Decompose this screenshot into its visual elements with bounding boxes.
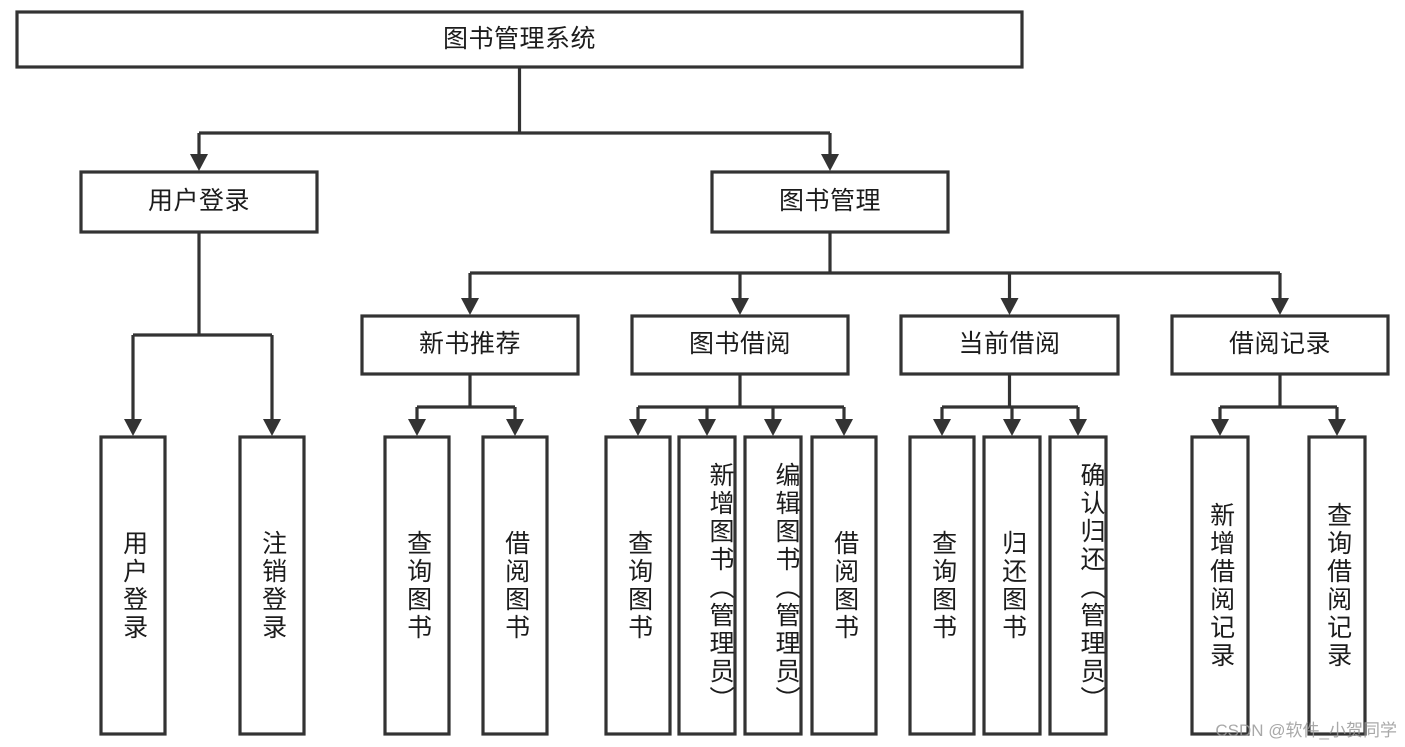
arrow-icon-leaf-confirm-return (1069, 419, 1087, 436)
arrow-icon-leaf-add-record (1211, 419, 1229, 436)
arrow-icon-borrow-record (1271, 298, 1289, 315)
node-box-leaf-return-book[interactable] (982, 435, 1042, 736)
arrow-icon-user-login (190, 154, 208, 171)
node-box-leaf-query-book-borrow[interactable] (604, 435, 672, 736)
node-box-user-login[interactable] (79, 170, 319, 234)
arrow-icon-leaf-logout (263, 419, 281, 436)
node-box-book-borrow[interactable] (630, 314, 850, 376)
arrow-icon-leaf-borrow-book (835, 419, 853, 436)
node-box-book-manage[interactable] (710, 170, 950, 234)
node-box-leaf-confirm-return[interactable] (1048, 435, 1108, 736)
node-box-borrow-record[interactable] (1170, 314, 1390, 376)
arrow-icon-leaf-query-book-borrow (629, 419, 647, 436)
arrow-icon-leaf-return-book (1003, 419, 1021, 436)
connectors-layer (124, 67, 1346, 436)
node-box-leaf-edit-book[interactable] (743, 435, 803, 736)
arrow-icon-current-borrow (1000, 298, 1019, 315)
node-box-leaf-add-record[interactable] (1190, 435, 1250, 736)
node-box-root[interactable] (15, 10, 1024, 69)
node-box-current-borrow[interactable] (899, 314, 1120, 376)
arrow-icon-leaf-query-record (1328, 419, 1346, 436)
arrow-icon-book-manage (821, 154, 839, 171)
node-box-leaf-query-book-current[interactable] (908, 435, 976, 736)
arrow-icon-leaf-user-login (124, 419, 142, 436)
node-box-leaf-user-login[interactable] (99, 435, 167, 736)
node-box-leaf-query-record[interactable] (1307, 435, 1367, 736)
arrow-icon-leaf-edit-book (764, 419, 782, 436)
watermark-text: CSDN @软件_小贺同学 (1215, 721, 1397, 740)
arrow-icon-leaf-add-book (698, 419, 716, 436)
node-box-leaf-logout[interactable] (238, 435, 306, 736)
arrow-icon-leaf-query-book-current (933, 419, 951, 436)
node-box-leaf-borrow-book[interactable] (810, 435, 878, 736)
arrow-icon-leaf-query-book-rec (408, 419, 426, 436)
node-box-leaf-query-book-rec[interactable] (383, 435, 451, 736)
node-box-leaf-add-book[interactable] (677, 435, 737, 736)
arrow-icon-book-borrow (731, 298, 749, 315)
arrow-icon-leaf-borrow-book-rec (506, 419, 524, 436)
arrow-icon-new-book-rec (461, 298, 479, 315)
node-box-new-book-rec[interactable] (360, 314, 580, 376)
boxes-layer (15, 10, 1390, 736)
node-box-leaf-borrow-book-rec[interactable] (481, 435, 549, 736)
